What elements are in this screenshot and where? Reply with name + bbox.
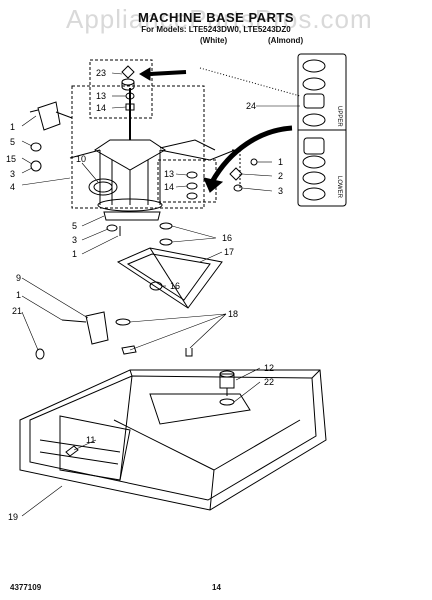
callout-1a: 1 [10,122,15,132]
callout-3a: 3 [10,169,15,179]
right-screw-1 [250,158,258,166]
callout-15: 15 [6,154,16,164]
detail-23-frame [89,59,153,119]
callout-23: 23 [96,68,106,78]
callout-5b: 5 [72,221,77,231]
callout-3b: 3 [278,186,283,196]
cam-cap-part [121,65,135,91]
upper-assembly-frame [71,85,205,209]
callout-2: 2 [278,171,283,181]
callout-21: 21 [12,306,22,316]
document-number: 4377109 [10,583,42,592]
left-bracket-parts [29,101,73,172]
color-white-label: (White) [200,36,228,45]
callout-9: 9 [16,273,21,283]
lower-gear-stack [302,137,326,201]
callout-numbers: 1 5 15 3 4 10 23 13 14 24 13 14 1 2 3 5 … [6,68,283,522]
callout-11: 11 [86,435,95,445]
callout-3c: 3 [72,235,77,245]
callout-13b: 13 [164,169,174,179]
callout-10: 10 [76,154,86,164]
page-number: 14 [212,583,221,592]
callout-1c: 1 [72,249,77,259]
bottom-bracket-5 [103,211,161,221]
callout-18: 18 [228,309,238,319]
machine-base-19 [19,369,327,511]
clip-11 [65,445,79,457]
color-almond-label: (Almond) [268,36,304,45]
upper-label: UPPER [336,106,342,127]
watermark: AppliancePartsPros.com [66,4,373,34]
suspension-frame-17 [116,247,223,309]
lower-label: LOWER [336,176,342,199]
leveling-leg-12 [219,370,235,406]
callout-1b: 1 [278,157,283,167]
callout-24: 24 [246,101,256,111]
callout-22: 22 [264,377,274,387]
callout-14b: 14 [164,182,174,192]
model-numbers: For Models: LTE5243DW0, LTE5243DZ0 [141,25,291,34]
callout-14a: 14 [96,103,106,113]
gearcase-assembly [69,88,236,212]
callout-5: 5 [10,137,15,147]
ring-part-10 [88,178,118,196]
callout-17: 17 [224,247,234,257]
diagram-title: MACHINE BASE PARTS [137,10,295,25]
callout-16a: 16 [222,233,232,243]
callout-19: 19 [8,512,18,522]
callout-12: 12 [264,363,274,373]
callout-16b: 16 [170,281,180,291]
callout-1d: 1 [16,290,21,300]
callout-13a: 13 [96,91,106,101]
upper-gear-stack [302,59,326,127]
left-bracket-9 [35,311,109,360]
callout-4: 4 [10,182,15,192]
right-part-3 [233,184,243,192]
